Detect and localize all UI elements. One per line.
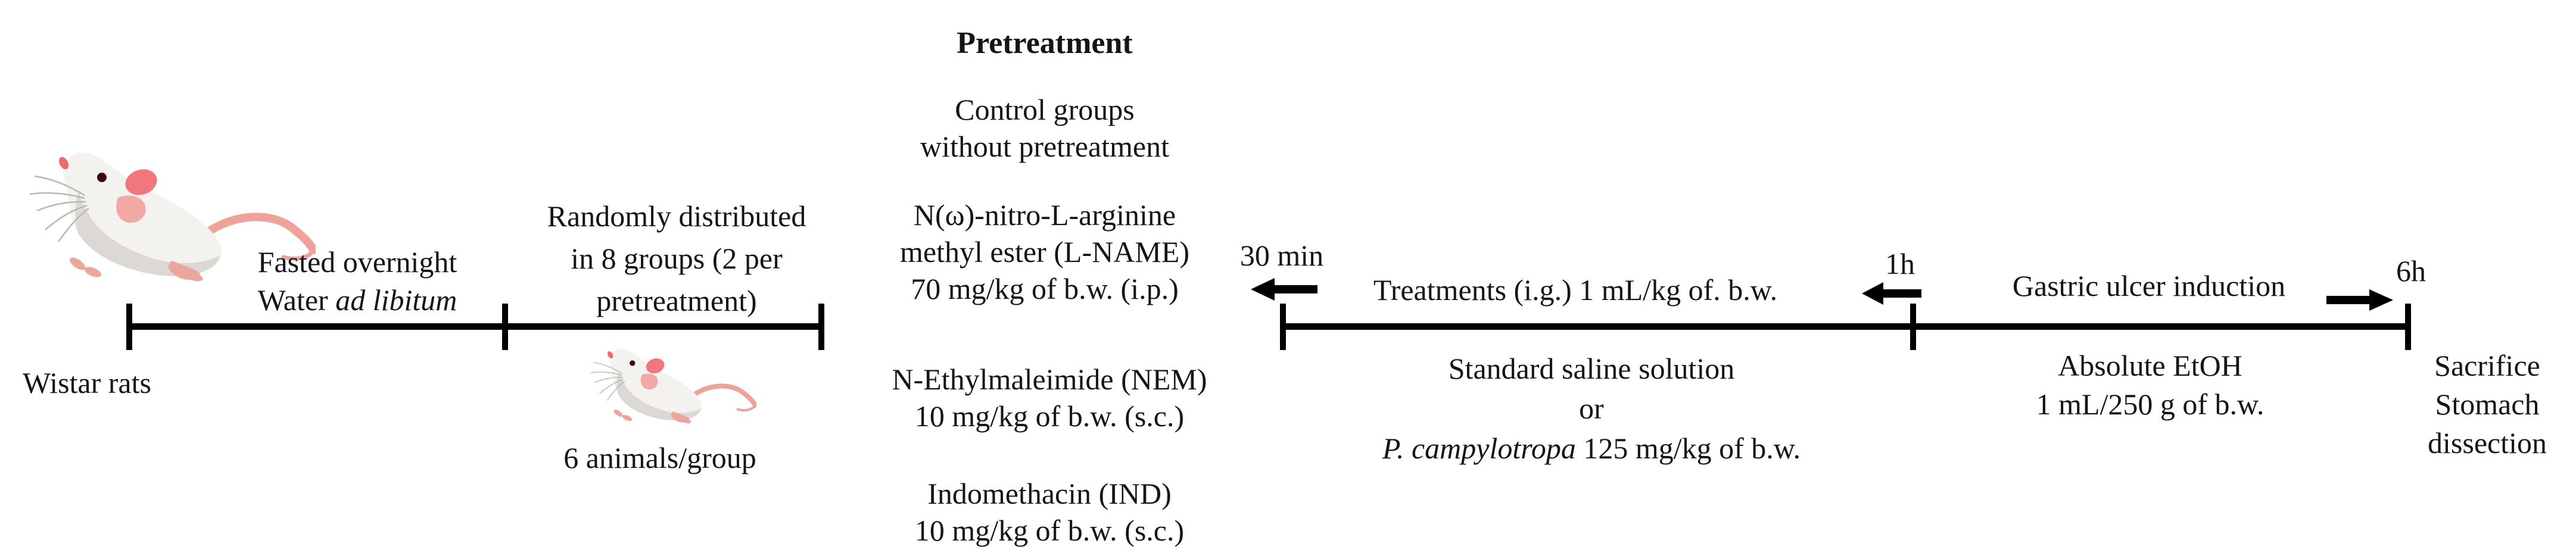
saline-line: Standard saline solution: [1448, 352, 1735, 385]
time-marker-6h: 6h: [2396, 254, 2426, 288]
fasting-label: Fasted overnight Water ad libitum: [258, 243, 457, 319]
pretreatment-group-ind: Indomethacin (IND) 10 mg/kg of b.w. (s.c…: [914, 477, 1185, 547]
time-marker-1h: 1h: [1885, 247, 1915, 280]
time-marker-30min: 30 min: [1239, 239, 1324, 272]
timeline-tick-fasting-end: [502, 304, 508, 350]
timeline-tick-grouping-end: [818, 304, 824, 350]
timeline-tick-end: [2405, 304, 2411, 350]
species-name-italic: P. campylotropa: [1382, 432, 1576, 465]
endpoint-label: Sacrifice Stomach dissection: [2428, 349, 2547, 460]
timeline-tick-induction: [1910, 304, 1916, 350]
timeline-tick-start: [126, 304, 132, 350]
pretreatment-group-control: Control groups without pretreatment: [920, 93, 1169, 163]
fasting-line1: Fasted overnight: [257, 245, 457, 279]
grouping-line3: pretreatment): [596, 284, 757, 317]
grouping-line2: in 8 groups (2 per: [571, 242, 783, 275]
arrow-left-icon: [1251, 278, 1317, 301]
start-label: Wistar rats: [23, 364, 151, 401]
rat-illustration-small: [584, 342, 756, 428]
grouping-line1: Randomly distributed: [547, 199, 806, 233]
induction-sub-label: Absolute EtOH 1 mL/250 g of b.w.: [2036, 346, 2264, 424]
pretreatment-group-lname: N(ω)-nitro-L-arginine methyl ester (L-NA…: [900, 198, 1189, 305]
etoh-dose-line: 1 mL/250 g of b.w.: [2036, 388, 2264, 421]
fasting-line2-italic: ad libitum: [335, 283, 457, 317]
pretreatment-group-nem: N-Ethylmaleimide (NEM) 10 mg/kg of b.w. …: [892, 363, 1207, 433]
plant-dose-line: P. campylotropa 125 mg/kg of b.w.: [1382, 432, 1801, 465]
timeline-segment-preparation: [129, 323, 821, 330]
fasting-line2: Water ad libitum: [257, 283, 457, 317]
induction-label: Gastric ulcer induction: [2012, 269, 2286, 302]
timeline-tick-treatment: [1280, 304, 1286, 350]
arrow-right-icon: [2326, 289, 2393, 311]
treatments-sub-label: Standard saline solution or P. campylotr…: [1382, 349, 1801, 468]
timeline-segment-experiment: [1283, 323, 2408, 330]
pretreatment-title: Pretreatment: [957, 26, 1133, 60]
arrow-left-icon: [1862, 282, 1921, 305]
treatments-label: Treatments (i.g.) 1 mL/kg of. b.w.: [1373, 273, 1778, 307]
etoh-line: Absolute EtOH: [2058, 349, 2242, 382]
or-line: or: [1579, 392, 1604, 425]
start-label-text: Wistar rats: [23, 366, 151, 399]
group-size-label: 6 animals/group: [563, 441, 756, 474]
grouping-label: Randomly distributed in 8 groups (2 per …: [547, 195, 806, 322]
